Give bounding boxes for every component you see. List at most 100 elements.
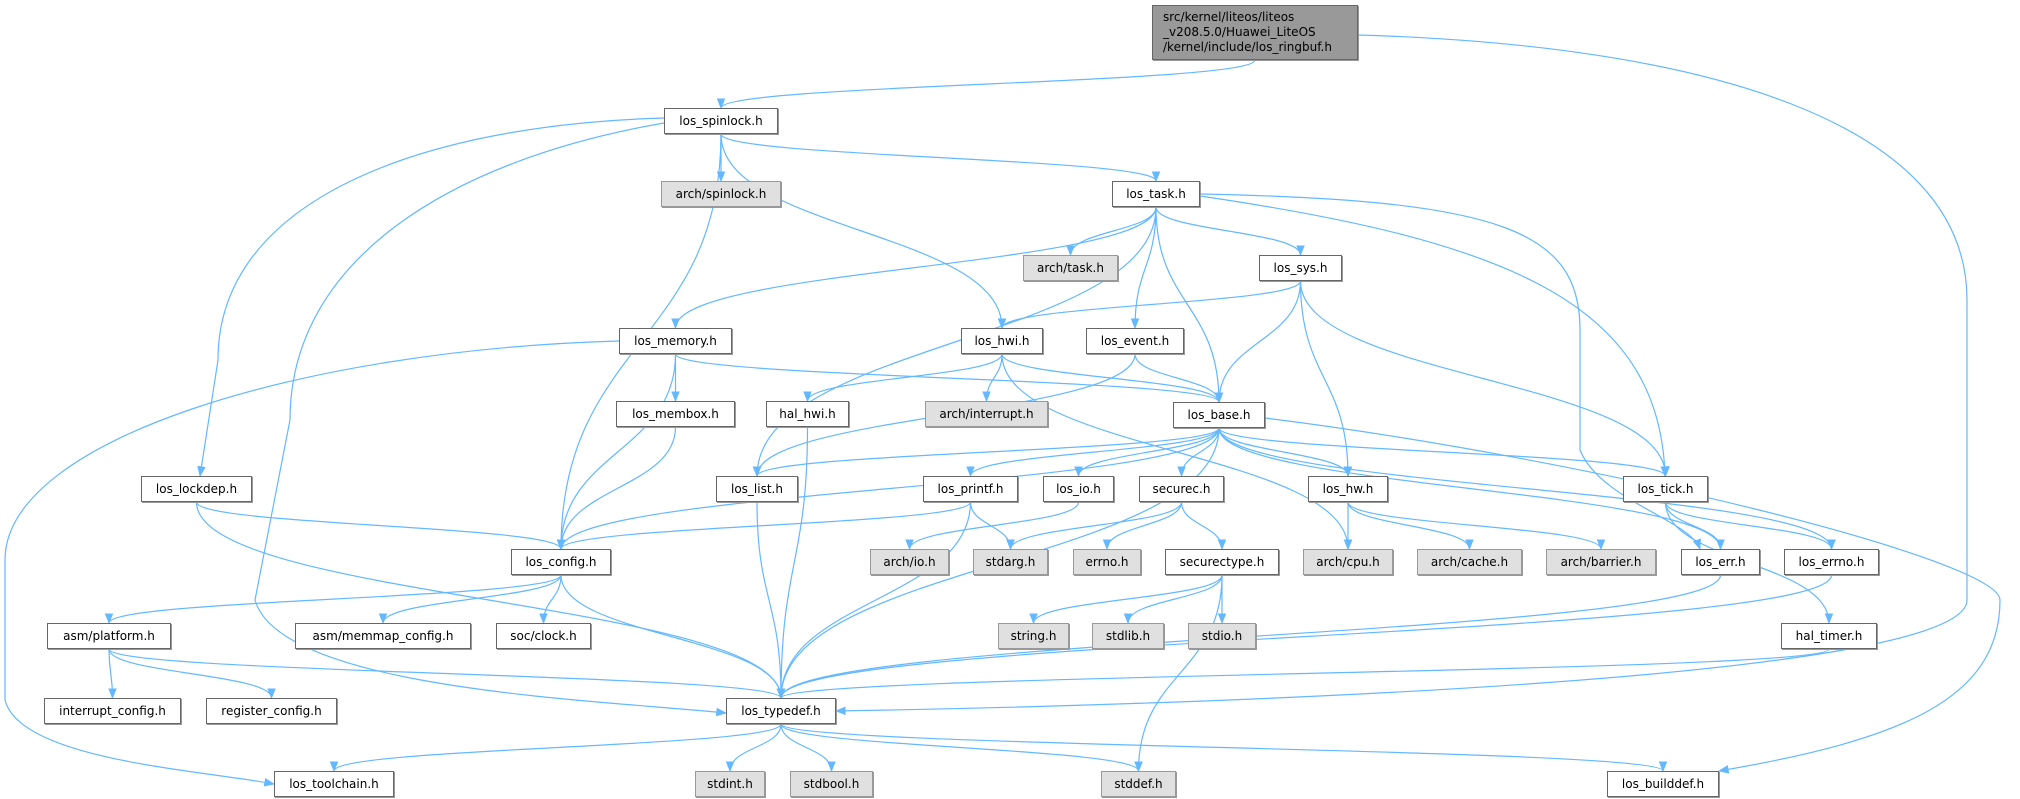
edge-los-sys-to-los-hw [1299,280,1353,478]
edge-los-spinlock-to-los-hwi [720,133,1007,330]
file-node-string: string.h [998,623,1069,649]
edge-los-memory-to-los-toolchain [4,340,620,787]
file-node-los-base[interactable]: los_base.h [1173,402,1265,428]
edge-los-task-to-los-tick [1199,195,1670,478]
file-node-asm-platform[interactable]: asm/platform.h [47,623,171,649]
edge-los-errno-to-los-typedef [776,574,1833,700]
file-node-los-builddef[interactable]: los_builddef.h [1607,771,1719,797]
file-node-los-io[interactable]: los_io.h [1043,476,1114,502]
edge-los-printf-to-los-config [556,501,972,551]
file-node-stddef: stddef.h [1101,771,1176,797]
file-node-securectype[interactable]: securectype.h [1165,549,1279,575]
edge-los-base-to-los-hw [1218,427,1353,478]
edge-los-tick-to-los-err [1664,501,1725,551]
file-node-los-hwi[interactable]: los_hwi.h [961,328,1043,354]
file-node-los-tick[interactable]: los_tick.h [1623,476,1708,502]
root-file-node[interactable]: src/kernel/liteos/liteos _v208.5.0/Huawe… [1152,5,1358,60]
file-node-hal-timer[interactable]: hal_timer.h [1781,623,1877,649]
file-node-los-config[interactable]: los_config.h [511,549,611,575]
file-node-hal-hwi[interactable]: hal_hwi.h [766,401,849,427]
edge-los-memory-to-los-base [674,353,1224,404]
file-node-stdarg: stdarg.h [973,549,1048,575]
edge-root-to-los-spinlock [716,59,1256,110]
edge-los-config-to-asm-platform [104,574,562,625]
file-node-errno: errno.h [1073,549,1141,575]
edge-securec-to-stdarg [1006,501,1183,551]
edge-los-task-to-los-base [1155,206,1224,404]
edge-los-config-to-asm-memmap [378,574,562,625]
file-node-los-sys[interactable]: los_sys.h [1259,255,1342,281]
file-node-los-event[interactable]: los_event.h [1086,328,1184,354]
edge-los-task-to-arch-task [1066,206,1157,257]
edge-los-typedef-to-stdbool [780,723,836,773]
file-node-los-membox[interactable]: los_membox.h [616,401,735,427]
file-node-los-list[interactable]: los_list.h [716,476,798,502]
file-node-arch-interrupt: arch/interrupt.h [925,401,1048,427]
edge-los-memory-to-los-config [556,353,677,551]
file-node-los-task[interactable]: los_task.h [1112,181,1200,207]
file-node-arch-barrier: arch/barrier.h [1546,549,1656,575]
edge-los-typedef-to-stdint [725,723,782,773]
edge-securec-to-errno [1102,501,1183,551]
edge-asm-platform-to-los-typedef [108,648,786,700]
edge-los-membox-to-los-config [556,426,677,551]
edge-los-base-to-los-errno [1218,427,1836,551]
edge-los-task-to-los-err [1199,193,1701,551]
edge-los-sys-to-los-tick [1299,280,1670,478]
edge-los-typedef-to-stddef [780,723,1143,773]
edge-root-to-los-typedef [834,34,1968,716]
file-node-arch-cpu: arch/cpu.h [1303,549,1393,575]
file-node-los-typedef[interactable]: los_typedef.h [726,698,836,724]
file-node-securec[interactable]: securec.h [1139,476,1224,502]
edge-los-task-to-los-event [1130,206,1157,330]
edge-los-tick-to-los-errno [1664,501,1836,551]
file-node-los-memory[interactable]: los_memory.h [619,328,732,354]
edge-los-task-to-los-sys [1155,206,1305,257]
file-node-arch-spinlock: arch/spinlock.h [661,181,781,207]
root-label-line: /kernel/include/los_ringbuf.h [1163,40,1332,54]
root-label-line: _v208.5.0/Huawei_LiteOS [1163,25,1316,39]
edge-securec-to-securectype [1180,501,1227,551]
edge-los-io-to-arch-io [905,501,1080,551]
edge-los-base-to-los-builddef [1264,417,2001,774]
file-node-stdint: stdint.h [695,771,765,797]
file-node-los-toolchain[interactable]: los_toolchain.h [274,771,394,797]
edge-asm-platform-to-interrupt-config [108,648,117,700]
file-node-soc-clock[interactable]: soc/clock.h [496,623,591,649]
file-node-stdbool: stdbool.h [790,771,873,797]
file-node-los-hw[interactable]: los_hw.h [1308,476,1388,502]
edge-los-lockdep-to-los-config [195,501,566,551]
file-node-los-printf[interactable]: los_printf.h [923,476,1018,502]
edge-los-hw-to-arch-cache [1347,501,1474,551]
edge-los-base-to-los-printf [966,427,1220,478]
edge-los-config-to-los-typedef [560,574,786,700]
edge-los-printf-to-los-typedef [776,501,972,700]
edge-securectype-to-stdlib [1123,574,1223,625]
edge-hal-timer-to-los-typedef [777,648,1830,700]
edge-los-spinlock-to-los-task [720,133,1161,183]
edge-asm-platform-to-register-config [108,648,276,700]
edge-securectype-to-string [1029,574,1223,625]
file-node-stdlib: stdlib.h [1092,623,1164,649]
file-node-los-spinlock[interactable]: los_spinlock.h [664,108,778,134]
edge-los-base-to-securec [1177,427,1220,478]
edge-los-list-to-los-typedef [756,501,786,700]
file-node-los-err[interactable]: los_err.h [1681,549,1760,575]
file-node-arch-io: arch/io.h [870,549,949,575]
file-node-los-lockdep[interactable]: los_lockdep.h [141,476,252,502]
file-node-arch-cache: arch/cache.h [1417,549,1522,575]
file-node-interrupt-config[interactable]: interrupt_config.h [44,698,181,724]
edge-los-lockdep-to-los-typedef [195,501,786,700]
edge-los-task-to-los-memory [671,206,1157,330]
edge-los-base-to-los-list [752,427,1220,478]
edge-los-hwi-to-hal-hwi [803,353,1003,403]
edge-los-config-to-soc-clock [539,574,562,625]
file-node-register-config[interactable]: register_config.h [206,698,337,724]
file-node-asm-memmap[interactable]: asm/memmap_config.h [295,623,471,649]
edge-los-hwi-to-arch-interrupt [982,353,1003,403]
file-node-los-errno[interactable]: los_errno.h [1784,549,1879,575]
edge-los-base-to-los-tick [1218,427,1670,478]
file-node-stdio: stdio.h [1188,623,1256,649]
edge-hal-hwi-to-los-typedef [776,426,809,700]
